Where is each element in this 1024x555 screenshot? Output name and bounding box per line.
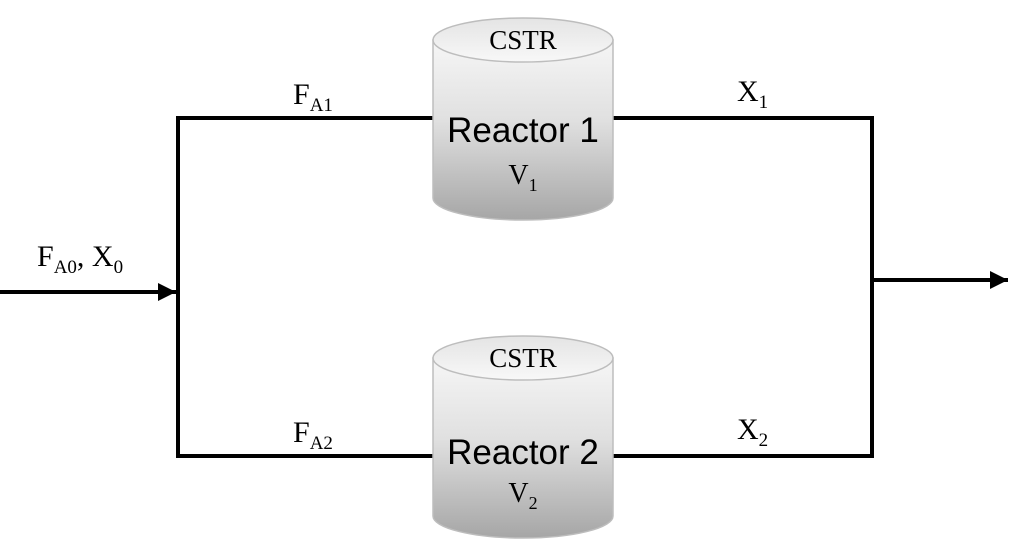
- feed-2-label: FA2: [293, 416, 333, 454]
- conversion-1-label: X1: [737, 75, 768, 113]
- split-manifold: [176, 116, 433, 458]
- reactor-1: CSTR Reactor 1 V1: [432, 17, 614, 221]
- reactor-1-volume: V1: [508, 160, 537, 195]
- reactor-1-type: CSTR: [489, 25, 557, 55]
- reactor-1-name: Reactor 1: [447, 111, 599, 150]
- reactor-1-body: [432, 39, 614, 221]
- piping: [0, 116, 1008, 458]
- reactor-1-top: [432, 17, 614, 63]
- reactor-2-top: [432, 335, 614, 381]
- reactor-2: CSTR Reactor 2 V2: [432, 335, 614, 539]
- reactor-2-type: CSTR: [489, 343, 557, 373]
- reactor-2-body: [432, 357, 614, 539]
- inlet-label: FA0, X0: [37, 240, 123, 278]
- reactor-2-volume: V2: [508, 478, 537, 513]
- reactor-2-name: Reactor 2: [447, 433, 599, 472]
- conversion-2-label: X2: [737, 413, 768, 451]
- feed-1-label: FA1: [293, 78, 333, 116]
- merge-manifold: [613, 116, 874, 458]
